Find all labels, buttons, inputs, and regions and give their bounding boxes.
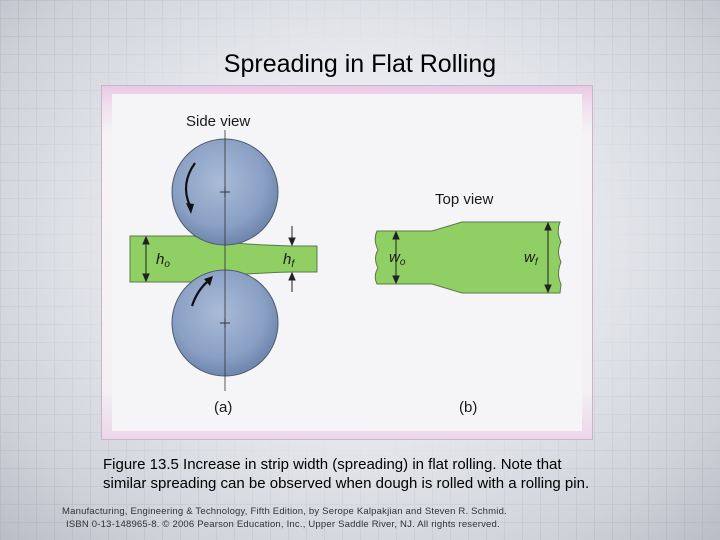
lower-arrowhead-icon [204, 276, 213, 286]
hf-dimension [288, 226, 296, 292]
label-h0: ho [156, 251, 170, 270]
rolling-diagram: Side view ho [129, 113, 562, 416]
top-view-label: Top view [435, 191, 494, 208]
slide-title: Spreading in Flat Rolling [223, 50, 497, 78]
side-view-label: Side view [186, 113, 250, 130]
credit-line-2: ISBN 0-13-148965-8. © 2006 Pearson Educa… [66, 519, 500, 530]
figure-caption: Figure 13.5 Increase in strip width (spr… [103, 455, 663, 493]
upper-arrowhead-icon [186, 203, 194, 214]
credit-line-1: Manufacturing, Engineering & Technology,… [62, 506, 507, 517]
caption-line-1: Figure 13.5 Increase in strip width (spr… [103, 456, 562, 473]
strip-top-view [374, 221, 562, 294]
lower-rotation-arrow-icon [190, 281, 208, 307]
upper-rotation-arrow-icon [184, 162, 196, 207]
w0-dimension [392, 230, 400, 285]
panel-label-a: (a) [214, 399, 232, 416]
panel-label-b: (b) [459, 399, 477, 416]
figure-panel: Side view ho [101, 85, 593, 440]
caption-line-2: similar spreading can be observed when d… [103, 475, 590, 492]
label-hf: hf [283, 251, 295, 270]
copyright-credit: Manufacturing, Engineering & Technology,… [62, 505, 582, 531]
wf-dimension [544, 221, 552, 294]
h0-dimension [142, 235, 150, 283]
label-wf: wf [524, 249, 539, 268]
label-w0: wo [389, 249, 406, 268]
